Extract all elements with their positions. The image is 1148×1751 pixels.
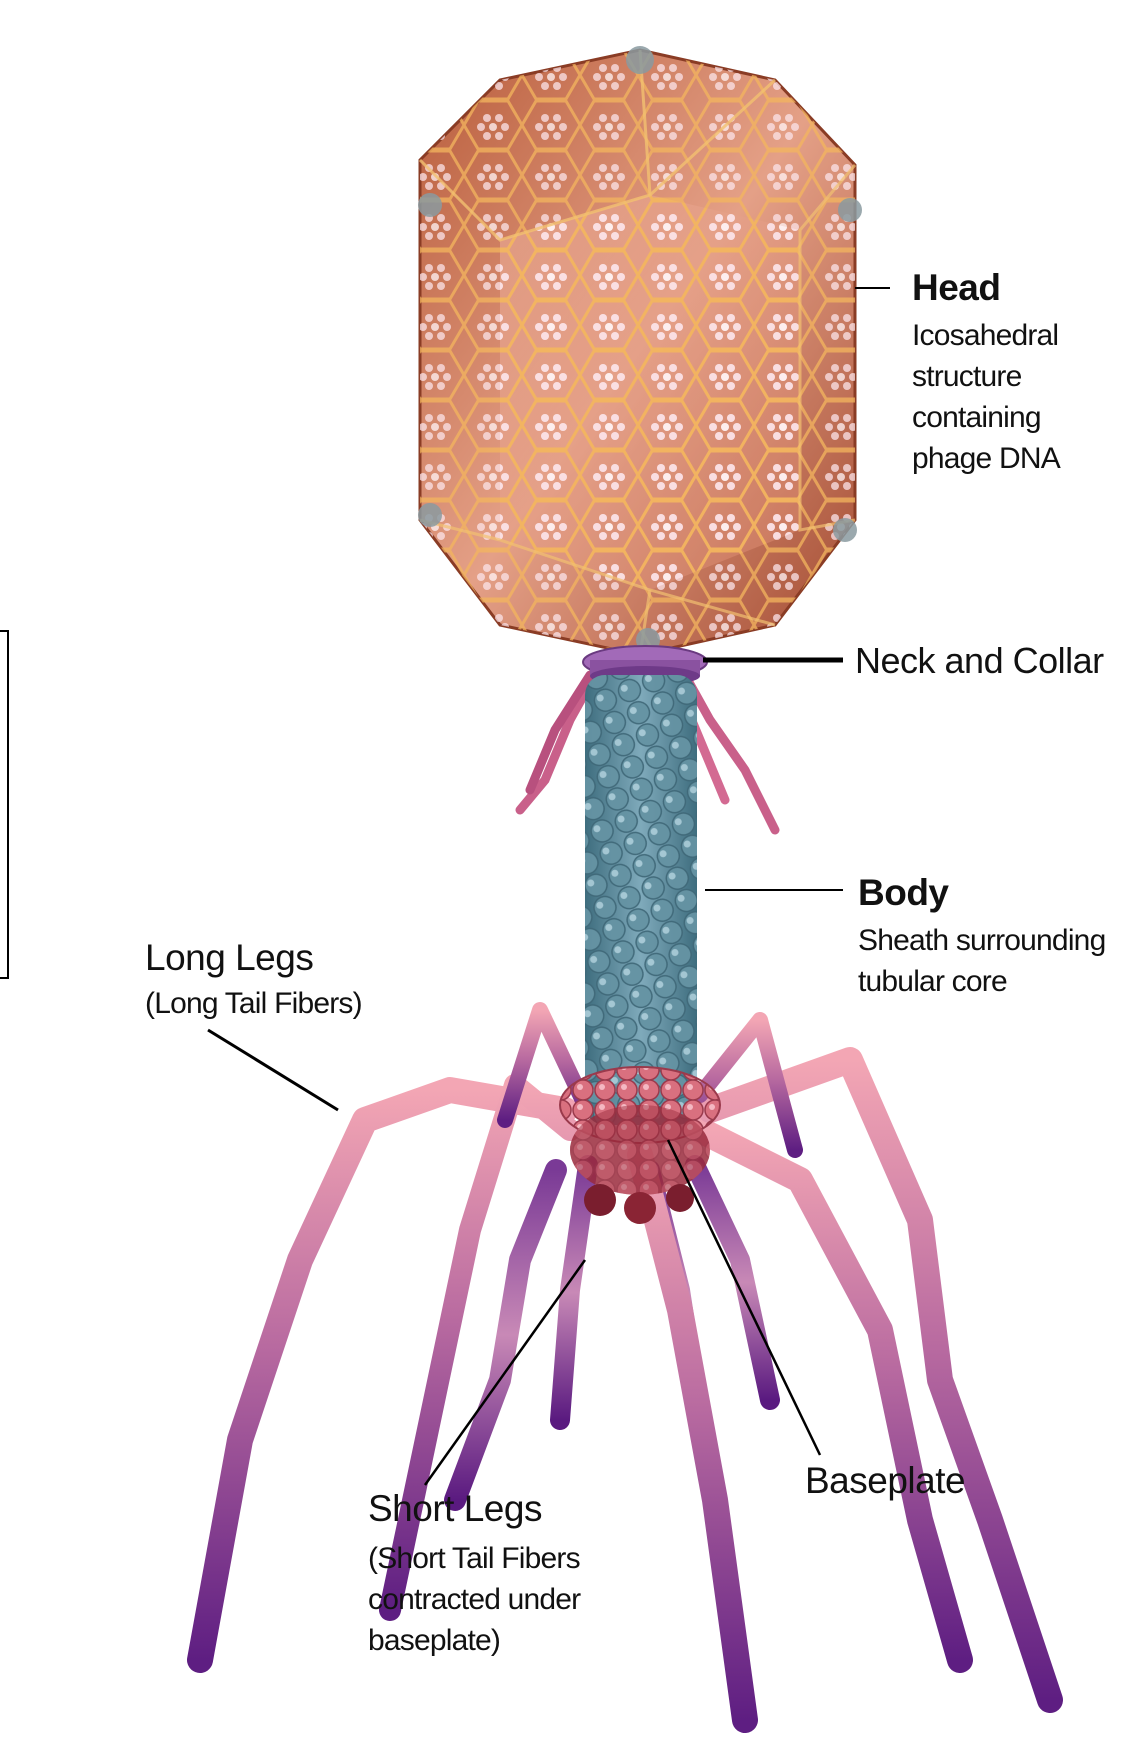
head-desc-line: containing [912,397,1060,438]
short-legs-desc-line: (Short Tail Fibers [368,1538,580,1579]
short-legs-title: Short Legs [368,1488,580,1530]
body-label: Body Sheath surrounding tubular core [858,872,1105,1002]
head-label: Head Icosahedral structure containing ph… [912,267,1060,479]
body-title: Body [858,872,1105,914]
body-desc-line: Sheath surrounding [858,920,1105,961]
short-legs-label: Short Legs (Short Tail Fibers contracted… [368,1488,580,1661]
head-title: Head [912,267,1060,309]
long-legs-label: Long Legs (Long Tail Fibers) [145,937,362,1024]
body-description: Sheath surrounding tubular core [858,920,1105,1002]
head-desc-line: structure [912,356,1060,397]
body-sheath [585,675,697,1125]
head-desc-line: phage DNA [912,438,1060,479]
long-legs-desc-line: (Long Tail Fibers) [145,983,362,1024]
short-legs-desc-line: contracted under [368,1579,580,1620]
short-leg-fibers [455,1165,770,1500]
body-desc-line: tubular core [858,961,1105,1002]
head-capsid [418,46,862,655]
long-legs-description: (Long Tail Fibers) [145,983,362,1024]
baseplate-title: Baseplate [805,1460,965,1502]
long-legs-leader [208,1030,338,1110]
head-desc-line: Icosahedral [912,315,1060,356]
long-legs-title: Long Legs [145,937,362,979]
head-description: Icosahedral structure containing phage D… [912,315,1060,479]
neck-label: Neck and Collar [855,640,1104,682]
neck-title: Neck and Collar [855,640,1104,682]
short-legs-description: (Short Tail Fibers contracted under base… [368,1538,580,1661]
short-legs-desc-line: baseplate) [368,1620,580,1661]
baseplate-label: Baseplate [805,1460,965,1502]
left-border-fragment [0,631,8,978]
